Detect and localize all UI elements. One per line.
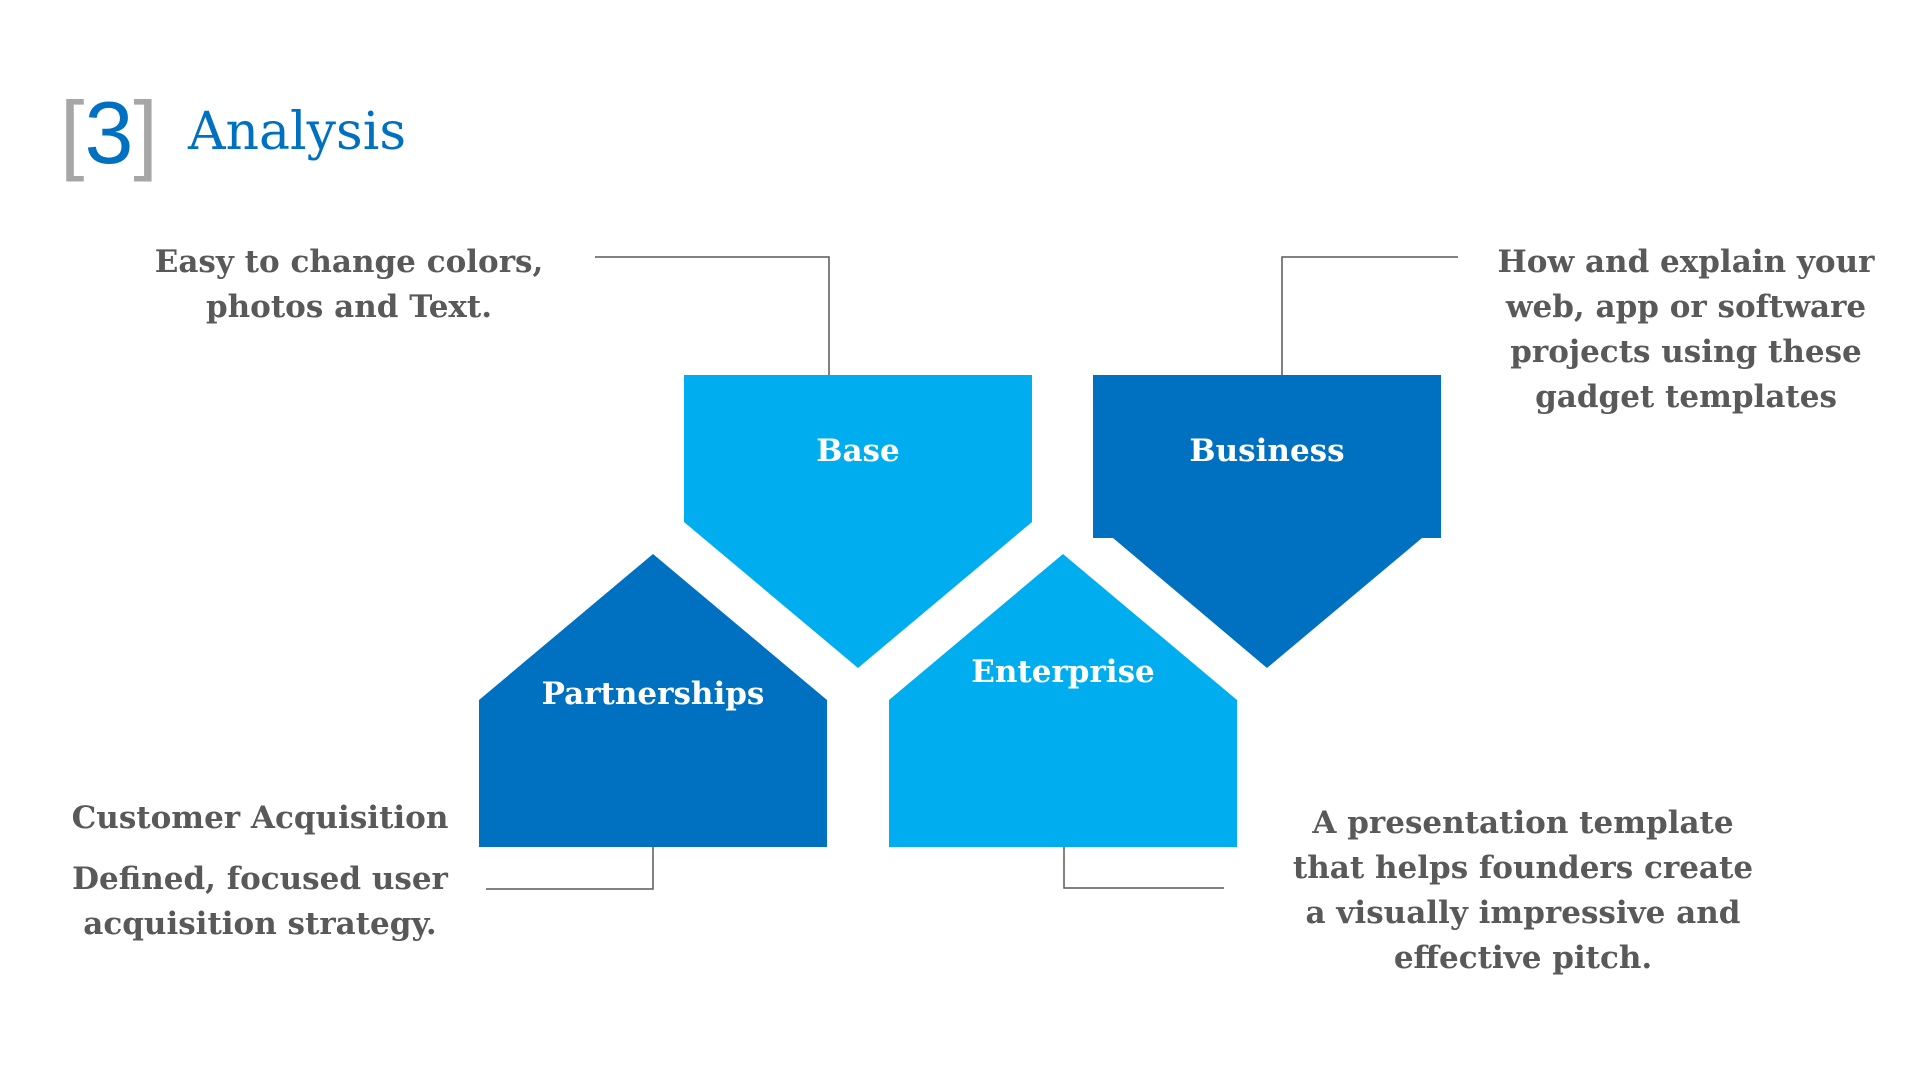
- connector-enterprise: [1063, 847, 1224, 889]
- callout-heading: Customer Acquisition: [71, 800, 449, 836]
- callout-base: Easy to change colors, photos and Text.: [129, 240, 569, 330]
- callout-line: photos and Text.: [205, 289, 493, 325]
- callout-enterprise: A presentation template that helps found…: [1273, 801, 1773, 981]
- callout-line: that helps founders create: [1292, 850, 1754, 886]
- callout-line: web, app or software: [1505, 289, 1867, 325]
- callout-line: Defined, focused user: [72, 861, 448, 897]
- connector-partnerships: [486, 847, 654, 890]
- shape-label-partnerships: Partnerships: [541, 676, 765, 712]
- callout-line: How and explain your: [1497, 244, 1875, 280]
- callout-business: How and explain your web, app or softwar…: [1466, 240, 1906, 420]
- bracket-close: ]: [133, 83, 158, 182]
- shape-label-business: Business: [1189, 433, 1345, 469]
- callout-line: a visually impressive and: [1305, 895, 1741, 931]
- callout-line: Easy to change colors,: [154, 244, 544, 280]
- shape-base: [684, 375, 1032, 668]
- section-number-value: 3: [84, 83, 134, 182]
- shape-label-base: Base: [816, 433, 900, 469]
- callout-line: projects using these: [1510, 334, 1862, 370]
- shape-label-enterprise: Enterprise: [971, 654, 1155, 690]
- shape-business: [1093, 375, 1441, 668]
- callout-partnerships: Customer Acquisition Defined, focused us…: [40, 796, 480, 947]
- callout-line: gadget templates: [1535, 379, 1837, 415]
- callout-line: acquisition strategy.: [83, 906, 437, 942]
- callout-line: A presentation template: [1312, 805, 1734, 841]
- callout-line: effective pitch.: [1393, 940, 1653, 976]
- shape-partnerships: [479, 554, 827, 847]
- section-number: [3]: [60, 78, 158, 188]
- bracket-open: [: [60, 83, 85, 182]
- connector-base: [595, 256, 830, 375]
- shape-enterprise: [889, 554, 1237, 847]
- connector-business: [1281, 256, 1458, 375]
- page-title: Analysis: [188, 102, 407, 162]
